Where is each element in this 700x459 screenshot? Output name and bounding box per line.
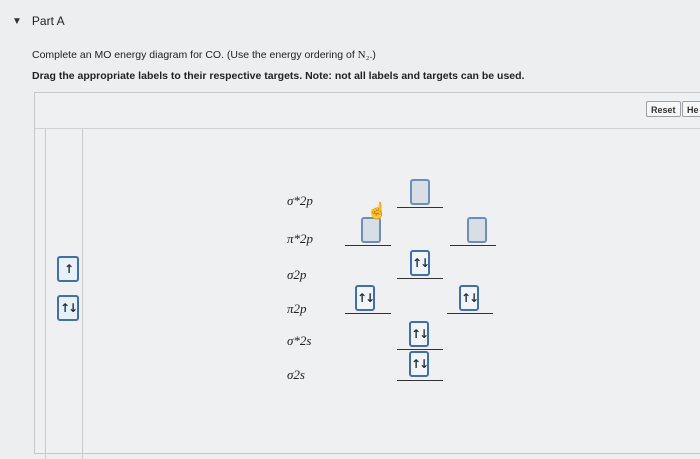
energy-level-line: [450, 245, 496, 246]
electron-pair-icon: ↑↓: [460, 291, 479, 305]
mouse-pointer-icon: ☝: [367, 203, 387, 220]
target-pi-2p-a[interactable]: ↑↓: [355, 285, 375, 311]
energy-level-line: [345, 313, 391, 314]
electron-pair-icon: ↑↓: [59, 301, 78, 315]
single-up-arrow-icon: ↑: [63, 262, 74, 276]
palette-electron-pair[interactable]: ↑↓: [57, 295, 79, 321]
orbital-label-sigma-2p: σ2p: [287, 267, 307, 282]
drag-drop-panel: Reset He ↑ ↑↓ σ*2p π*2p σ2p π2p σ*2s σ2s…: [34, 92, 700, 459]
energy-level-line: [345, 245, 391, 246]
orbital-label-sigma-star-2p: σ*2p: [287, 193, 313, 208]
question-text: Complete an MO energy diagram for CO. (U…: [32, 49, 376, 61]
target-pi-star-2p-a[interactable]: [361, 217, 381, 243]
electron-pair-icon: ↑↓: [356, 291, 375, 305]
molecule-label: N₂: [357, 49, 370, 61]
target-pi-2p-b[interactable]: ↑↓: [459, 285, 479, 311]
target-sigma-star-2p[interactable]: [410, 179, 430, 205]
target-sigma-2p[interactable]: ↑↓: [410, 250, 430, 276]
energy-level-line: [397, 380, 443, 381]
energy-level-line: [397, 278, 443, 279]
orbital-label-sigma-2s: σ2s: [287, 367, 305, 382]
electron-pair-icon: ↑↓: [411, 256, 430, 270]
help-button[interactable]: He: [682, 101, 700, 117]
toolbar-divider: [35, 128, 700, 129]
instructions-text: Drag the appropriate labels to their res…: [32, 70, 525, 82]
energy-level-line: [397, 349, 443, 350]
palette-single-electron[interactable]: ↑: [57, 256, 79, 282]
question-prefix: Complete an MO energy diagram for CO. (U…: [32, 49, 358, 61]
target-sigma-star-2s[interactable]: ↑↓: [409, 321, 429, 347]
orbital-label-pi-star-2p: π*2p: [287, 231, 314, 246]
orbital-label-pi-2p: π2p: [287, 301, 307, 316]
part-title: Part A: [31, 14, 65, 28]
energy-level-line: [447, 313, 493, 314]
target-sigma-2s[interactable]: ↑↓: [409, 351, 429, 377]
energy-level-line: [397, 207, 443, 208]
collapse-caret-icon[interactable]: ▼: [12, 15, 22, 27]
part-header[interactable]: ▼ Part A: [12, 14, 65, 28]
question-suffix: .): [369, 49, 376, 61]
label-palette: [45, 129, 83, 459]
target-pi-star-2p-b[interactable]: [467, 217, 487, 243]
reset-button[interactable]: Reset: [646, 101, 681, 117]
electron-pair-icon: ↑↓: [410, 357, 429, 371]
orbital-label-sigma-star-2s: σ*2s: [287, 333, 312, 348]
electron-pair-icon: ↑↓: [410, 327, 429, 341]
